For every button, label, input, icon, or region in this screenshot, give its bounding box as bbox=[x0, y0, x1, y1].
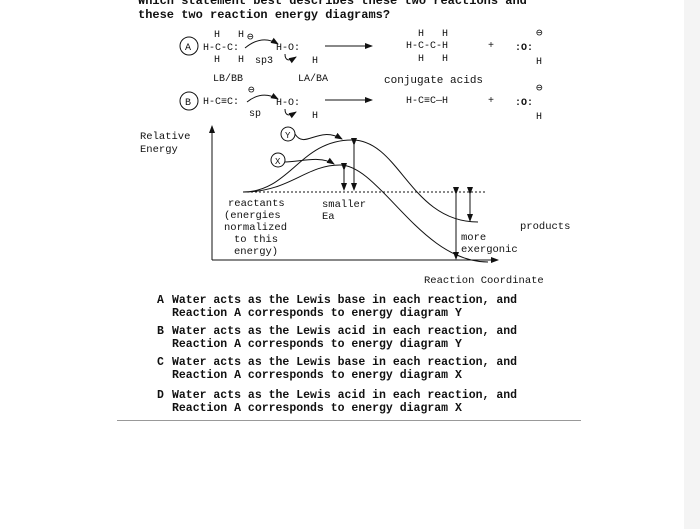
option-letter: D bbox=[157, 389, 164, 402]
charge-a: ⊖ bbox=[247, 32, 254, 44]
charge-b: ⊖ bbox=[248, 85, 255, 97]
smaller-ea-text: Ea bbox=[322, 211, 335, 223]
question-line-1: Which statement best describes these two… bbox=[138, 0, 527, 8]
curved-arrow-icon bbox=[284, 53, 297, 64]
curve-x-circle bbox=[270, 152, 286, 168]
option-letter: A bbox=[157, 294, 164, 307]
curved-arrow-icon bbox=[284, 108, 297, 119]
reactant-a: H-C-C: bbox=[203, 43, 239, 54]
option-d[interactable]: D Water acts as the Lewis acid in each re… bbox=[157, 389, 518, 415]
la-ba-label: LA/BA bbox=[298, 73, 328, 85]
reactants-text: reactants bbox=[228, 198, 285, 210]
pointer-arrow-icon bbox=[294, 132, 343, 140]
reactants-text: normalized bbox=[224, 222, 287, 234]
y-axis-label-1: Relative bbox=[140, 131, 190, 143]
water-a-h: H bbox=[312, 56, 318, 67]
figure: A H H H-C-C: H H ⊖ sp3 H-O: H H H H-C-C-… bbox=[140, 28, 570, 287]
option-c[interactable]: C Water acts as the Lewis base in each re… bbox=[157, 356, 518, 382]
option-b[interactable]: B Water acts as the Lewis acid in each re… bbox=[157, 325, 518, 351]
pointer-arrow-icon bbox=[284, 157, 335, 165]
curve-x bbox=[242, 164, 489, 263]
curved-arrow-icon bbox=[244, 37, 279, 49]
conjugate-acids-label: conjugate acids bbox=[384, 75, 483, 87]
y-axis-label-2: Energy bbox=[140, 144, 178, 156]
hydroxide-b-h: H bbox=[536, 112, 542, 123]
x-axis-label: Reaction Coordinate bbox=[424, 275, 544, 287]
product-b: H-C≡C—H bbox=[406, 96, 448, 107]
product-a: H-C-C-H bbox=[406, 41, 448, 52]
reactants-text: energy) bbox=[234, 246, 278, 258]
plus-a: + bbox=[488, 41, 494, 52]
option-text: Reaction A corresponds to energy diagram… bbox=[172, 306, 462, 320]
hydroxide-a-h: H bbox=[536, 57, 542, 68]
reactant-b: H-C≡C: bbox=[203, 97, 239, 108]
curved-arrow-icon bbox=[246, 92, 279, 103]
question-line-2: these two reaction energy diagrams? bbox=[138, 8, 391, 22]
option-text: Reaction A corresponds to energy diagram… bbox=[172, 401, 462, 415]
charge-b-product: ⊖ bbox=[536, 83, 543, 95]
option-letter: C bbox=[157, 356, 164, 369]
option-text: Water acts as the Lewis acid in each rea… bbox=[172, 389, 518, 402]
option-text: Water acts as the Lewis base in each rea… bbox=[172, 356, 518, 369]
charge-a-product: ⊖ bbox=[536, 28, 543, 40]
energy-diagram: Relative Energy Y X reactants (energies … bbox=[140, 125, 570, 287]
hydroxide-b: :O: bbox=[515, 98, 533, 109]
product-a-top: H H bbox=[418, 29, 448, 40]
option-text: Water acts as the Lewis acid in each rea… bbox=[172, 325, 518, 338]
product-a-bottom: H H bbox=[418, 54, 448, 65]
hybrid-a: sp3 bbox=[255, 56, 273, 67]
reactants-text: to this bbox=[234, 234, 278, 246]
option-a[interactable]: A Water acts as the Lewis base in each re… bbox=[157, 294, 518, 320]
reaction-b: B H-C≡C: ⊖ sp H-O: H H-C≡C—H + ⊖ :O: H bbox=[179, 83, 543, 123]
hydroxide-a: :O: bbox=[515, 43, 533, 54]
water-b-h: H bbox=[312, 111, 318, 122]
water-a: H-O: bbox=[276, 43, 300, 54]
option-letter: B bbox=[157, 325, 164, 338]
reaction-b-label: B bbox=[185, 98, 191, 109]
curve-y-label: Y bbox=[285, 131, 291, 141]
exergonic-text: more bbox=[461, 232, 486, 244]
water-b: H-O: bbox=[276, 98, 300, 109]
label-circle-b bbox=[179, 91, 199, 111]
reactant-a-top: H H bbox=[214, 30, 244, 41]
hybrid-b: sp bbox=[249, 109, 261, 120]
divider bbox=[117, 420, 581, 421]
option-text: Reaction A corresponds to energy diagram… bbox=[172, 337, 462, 351]
curve-x-label: X bbox=[275, 157, 281, 167]
reactants-text: (energies bbox=[224, 210, 281, 222]
exergonic-text: exergonic bbox=[461, 244, 518, 256]
right-border bbox=[684, 0, 700, 529]
reaction-a-label: A bbox=[185, 43, 191, 54]
reactant-a-bottom: H H bbox=[214, 55, 244, 66]
reaction-a: A H H H-C-C: H H ⊖ sp3 H-O: H H H H-C-C-… bbox=[179, 28, 543, 68]
option-text: Water acts as the Lewis base in each rea… bbox=[172, 294, 518, 307]
label-circle-a bbox=[179, 36, 199, 56]
products-text: products bbox=[520, 221, 570, 233]
plus-b: + bbox=[488, 96, 494, 107]
option-text: Reaction A corresponds to energy diagram… bbox=[172, 368, 462, 382]
smaller-ea-text: smaller bbox=[322, 199, 366, 211]
lb-bb-label: LB/BB bbox=[213, 73, 243, 85]
